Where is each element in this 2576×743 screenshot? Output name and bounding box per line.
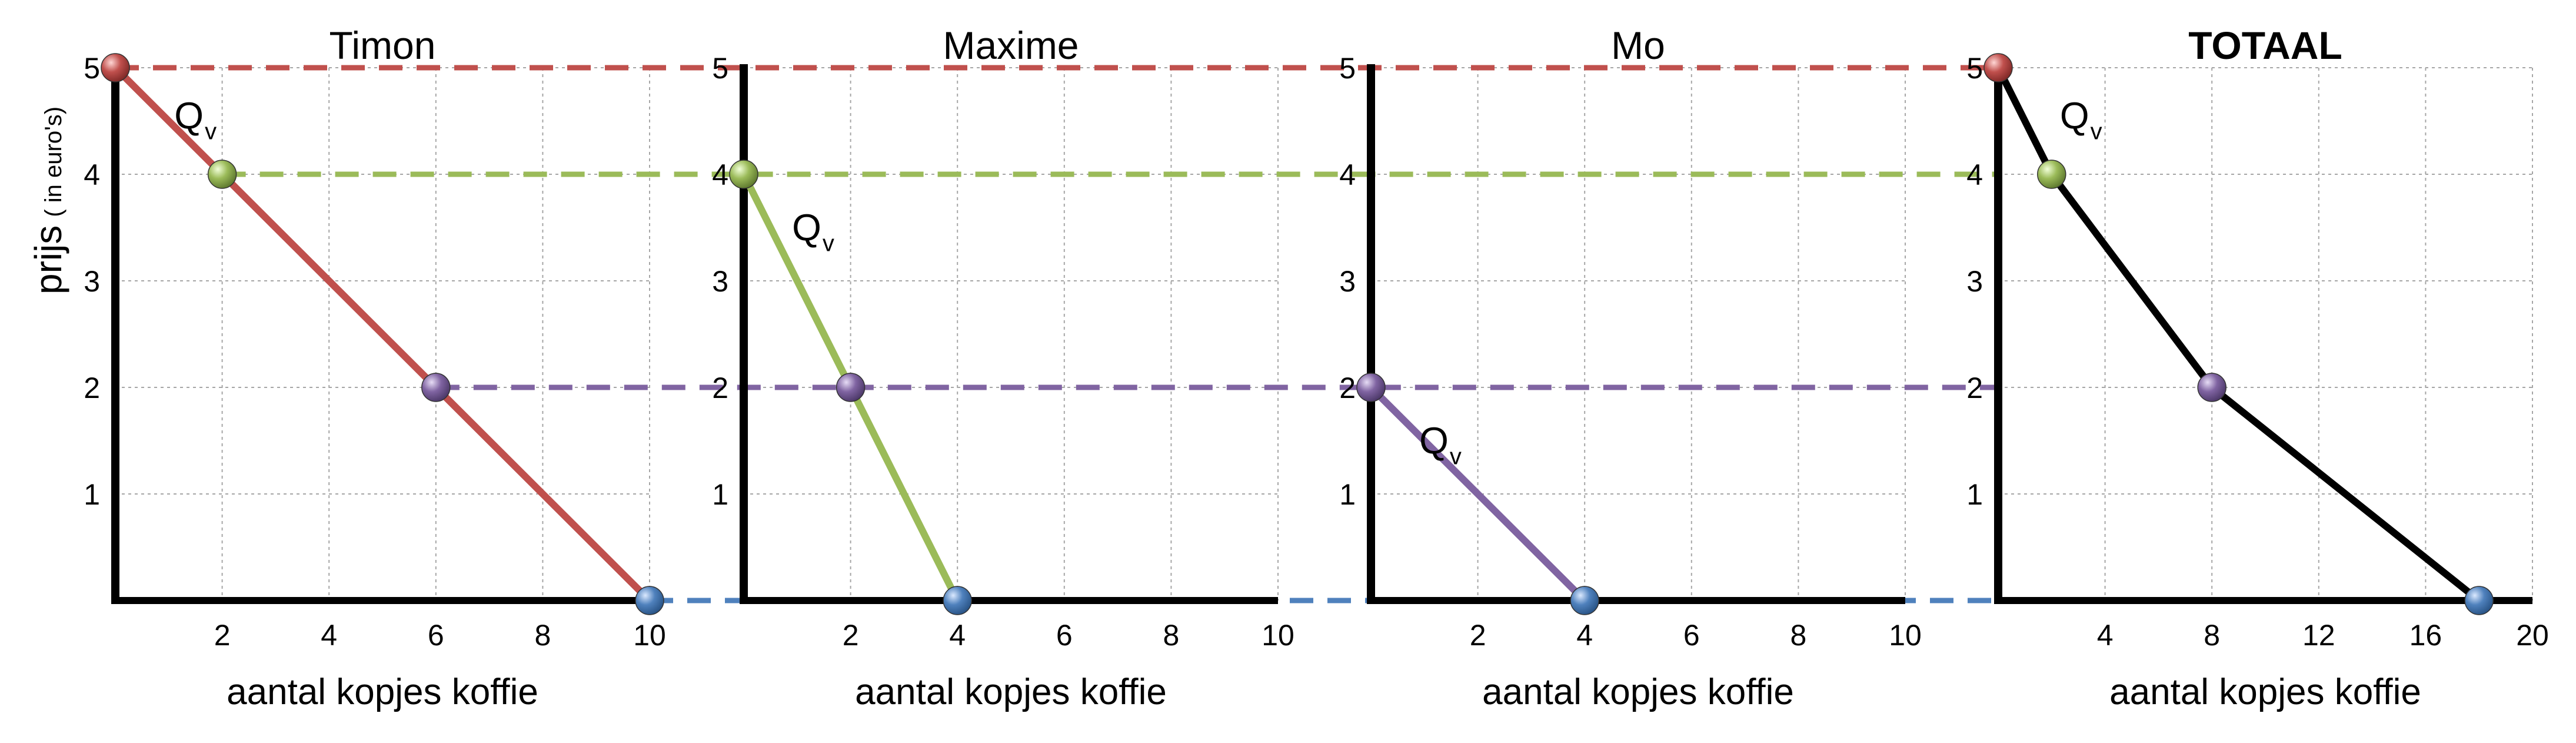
point-marker-purple	[1356, 373, 1386, 402]
y-tick-label: 2	[712, 372, 728, 404]
y-tick-label: 2	[1339, 372, 1356, 404]
y-tick-label: 3	[1966, 265, 1983, 298]
y-tick-label: 5	[84, 52, 100, 85]
x-tick-label: 16	[2409, 619, 2442, 652]
qv-label: Qv	[792, 207, 834, 257]
x-tick-label: 6	[1056, 619, 1073, 652]
qv-label: Qv	[2060, 94, 2102, 144]
x-tick-label: 8	[2204, 619, 2220, 652]
demand-curve-line	[1367, 384, 1589, 604]
y-tick-label: 5	[1339, 52, 1356, 85]
x-axis-label: aantal kopjes koffie	[2109, 672, 2421, 712]
qv-label: Qv	[1419, 420, 1462, 470]
point-marker-red	[101, 53, 130, 82]
panel-maxime: Maxime 1 2 3 4 5 2 4 6 8 10 aantal kopjes koffie Qv	[712, 24, 1294, 712]
point-marker-red	[1983, 53, 2013, 82]
y-axis-label: prijs( in euro's)	[27, 107, 69, 294]
panel-title: TOTAAL	[2188, 24, 2342, 67]
x-tick-label: 4	[1576, 619, 1593, 652]
x-tick-label: 4	[949, 619, 966, 652]
x-tick-label: 8	[1790, 619, 1806, 652]
panel-title: Maxime	[943, 24, 1079, 67]
panel-title: Mo	[1611, 24, 1665, 67]
x-axis-label: aantal kopjes koffie	[855, 672, 1167, 712]
point-marker-blue	[635, 586, 664, 615]
x-tick-label: 10	[1889, 619, 1922, 652]
x-axis-label: aantal kopjes koffie	[1482, 672, 1794, 712]
x-tick-label: 8	[534, 619, 551, 652]
panel-timon: Timon 1 2 3 4 5 2 4 6 8 10 aantal kopjes koffie Qv	[84, 24, 666, 712]
y-tick-label: 4	[1966, 158, 1983, 191]
point-marker-green	[207, 160, 237, 189]
y-tick-label: 2	[1966, 372, 1983, 404]
y-tick-label: 3	[712, 265, 728, 298]
x-tick-label: 8	[1163, 619, 1179, 652]
x-tick-label: 6	[1683, 619, 1700, 652]
x-tick-label: 6	[428, 619, 444, 652]
x-tick-label: 12	[2302, 619, 2335, 652]
y-tick-label: 4	[712, 158, 728, 191]
point-marker-green	[2037, 160, 2066, 189]
y-tick-label: 4	[84, 158, 100, 191]
y-tick-label: 3	[1339, 265, 1356, 298]
x-tick-label: 10	[1262, 619, 1294, 652]
y-tick-label: 1	[1339, 478, 1356, 511]
y-tick-label: 1	[1966, 478, 1983, 511]
guide-lines-layer	[115, 65, 1998, 603]
demand-curve-line	[112, 64, 653, 604]
point-marker-blue	[1570, 586, 1599, 615]
y-tick-label: 1	[84, 478, 100, 511]
y-tick-label: 5	[712, 52, 728, 85]
point-marker-blue	[2464, 586, 2494, 615]
x-tick-label: 2	[214, 619, 231, 652]
point-marker-purple	[421, 373, 451, 402]
y-tick-label: 4	[1339, 158, 1356, 191]
point-marker-purple	[836, 373, 866, 402]
x-tick-label: 4	[321, 619, 337, 652]
qv-label: Qv	[174, 94, 217, 144]
x-tick-label: 10	[633, 619, 666, 652]
point-marker-purple	[2197, 373, 2226, 402]
y-tick-label: 2	[84, 372, 100, 404]
demand-curve-line	[1995, 64, 2483, 604]
x-tick-label: 2	[1470, 619, 1486, 652]
x-tick-label: 2	[843, 619, 859, 652]
point-marker-blue	[943, 586, 972, 615]
panel-title: Timon	[330, 24, 436, 67]
point-marker-green	[729, 160, 758, 189]
panel-mo: Mo 1 2 3 4 5 2 4 6 8 10 aantal kopjes koffie Qv	[1339, 24, 1922, 712]
x-axis-label: aantal kopjes koffie	[227, 672, 538, 712]
y-tick-label: 5	[1966, 52, 1983, 85]
x-tick-label: 20	[2516, 619, 2549, 652]
y-tick-label: 3	[84, 265, 100, 298]
x-tick-label: 4	[2097, 619, 2114, 652]
y-tick-label: 1	[712, 478, 728, 511]
